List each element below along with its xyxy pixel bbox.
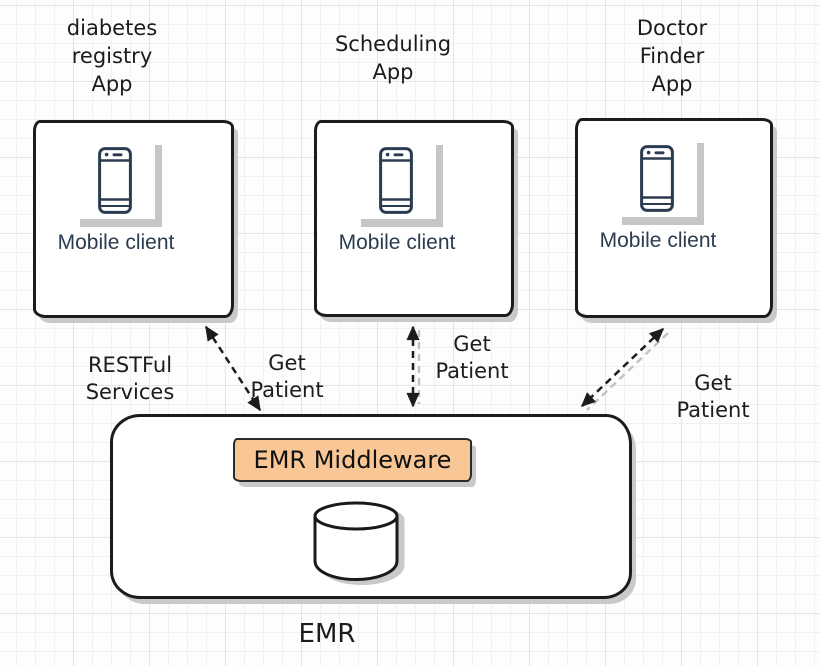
emr-box[interactable]: EMR Middleware — [110, 414, 632, 599]
icon-shadow-horizontal — [80, 219, 162, 227]
client-box-doctor-finder[interactable]: Mobile client — [575, 118, 773, 318]
emr-middleware-badge[interactable]: EMR Middleware — [233, 438, 472, 482]
icon-shadow-vertical — [436, 145, 443, 227]
mobile-client-label: Mobile client — [338, 231, 456, 254]
app-title-scheduling[interactable]: Scheduling App — [334, 32, 452, 84]
smartphone-icon — [98, 147, 132, 214]
label-get-patient-2[interactable]: Get Patient — [435, 332, 509, 383]
icon-shadow-vertical — [697, 143, 704, 225]
label-restful-services[interactable]: RESTFul Services — [85, 353, 175, 404]
emr-caption[interactable]: EMR — [298, 619, 356, 649]
label-get-patient-1[interactable]: Get Patient — [250, 351, 324, 402]
app-title-doctor-finder[interactable]: Doctor Finder App — [636, 16, 708, 96]
icon-shadow-horizontal — [622, 217, 704, 225]
icon-shadow-horizontal — [361, 219, 443, 227]
client-box-diabetes-registry[interactable]: Mobile client — [33, 120, 234, 318]
smartphone-icon — [640, 145, 674, 212]
mobile-client-label: Mobile client — [599, 229, 717, 252]
arrow-doctor-finder-emr[interactable] — [580, 327, 665, 408]
icon-shadow-vertical — [155, 145, 162, 227]
label-get-patient-3[interactable]: Get Patient — [676, 371, 750, 422]
database-cylinder-icon[interactable] — [311, 499, 401, 589]
app-title-diabetes-registry[interactable]: diabetes registry App — [66, 16, 158, 96]
client-box-scheduling[interactable]: Mobile client — [314, 120, 514, 317]
smartphone-icon — [379, 147, 413, 214]
mobile-client-label: Mobile client — [57, 231, 175, 254]
